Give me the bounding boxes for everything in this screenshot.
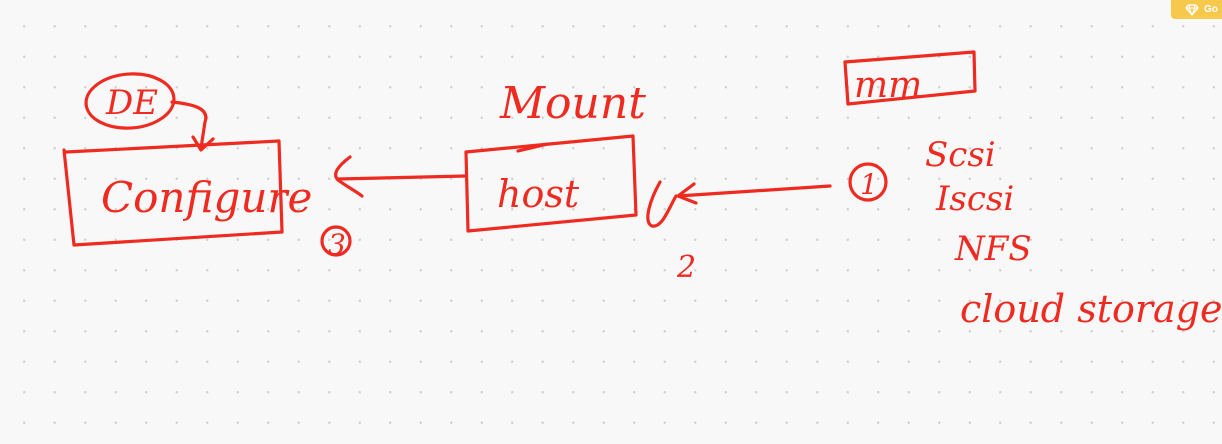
host-box-label: host xyxy=(497,172,580,216)
configure-box: Configure xyxy=(62,139,312,247)
step-3-label: 3 xyxy=(328,228,346,261)
storage-types-list: Scsi Iscsi NFS cloud storage xyxy=(925,135,1222,331)
upgrade-button[interactable]: Go xyxy=(1171,0,1222,19)
de-badge-label: DE xyxy=(105,83,158,123)
gem-icon xyxy=(1185,3,1199,16)
storage-type-nfs: NFS xyxy=(954,229,1032,269)
storage-box: mm xyxy=(843,50,977,106)
step-2-label: 2 xyxy=(676,250,696,285)
step-1-label: 1 xyxy=(860,168,878,201)
mount-note: Mount xyxy=(499,78,646,129)
de-link-arrow xyxy=(170,100,215,152)
host-connector xyxy=(646,180,678,228)
configure-box-label: Configure xyxy=(101,173,312,222)
upgrade-label: Go xyxy=(1204,4,1218,15)
storage-type-scsi: Scsi xyxy=(925,135,996,175)
de-badge: DE xyxy=(84,72,176,130)
storage-box-label: mm xyxy=(854,65,922,106)
storage-type-cloud: cloud storage xyxy=(960,287,1222,331)
arrow-to-configure xyxy=(334,155,468,198)
step-1-marker: 1 xyxy=(848,162,888,202)
storage-type-iscsi: Iscsi xyxy=(935,179,1014,219)
host-box: host xyxy=(464,134,638,233)
step-3-marker: 3 xyxy=(320,225,352,261)
arrow-to-host xyxy=(676,182,832,205)
